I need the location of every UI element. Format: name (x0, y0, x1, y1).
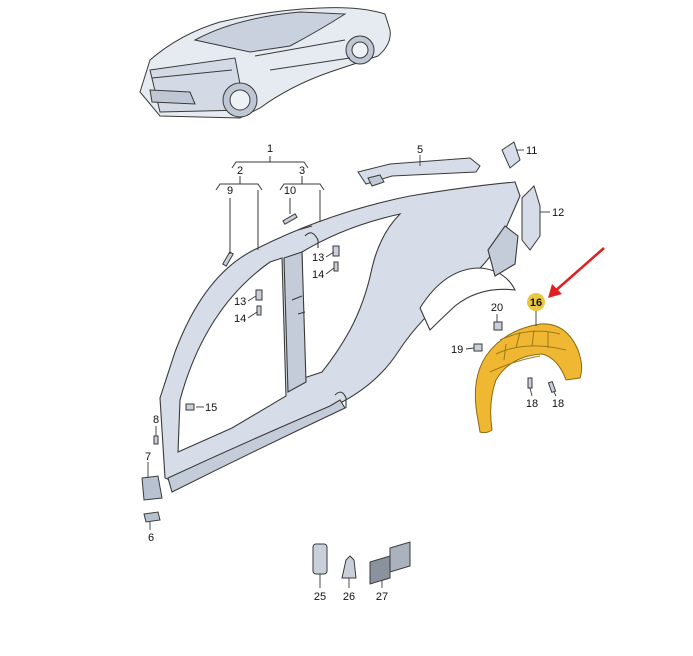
car-illustration (139, 7, 391, 119)
part-20-bolt (493, 321, 503, 331)
callout-9: 9 (227, 185, 233, 197)
callout-15: 15 (205, 402, 217, 414)
part-10-clip (282, 213, 298, 225)
callout-19: 19 (451, 344, 463, 356)
part-14b-bolt (256, 305, 262, 316)
callout-25: 25 (314, 591, 326, 603)
callout-27: 27 (376, 591, 388, 603)
part-6-clip (143, 511, 161, 523)
callout-1: 1 (267, 143, 273, 155)
fasteners (141, 213, 557, 585)
callout-10: 10 (284, 185, 296, 197)
part-19-clip (473, 343, 483, 352)
part-7-block (141, 475, 163, 501)
part-25-plug (312, 543, 328, 575)
callout-26: 26 (343, 591, 355, 603)
callout-12: 12 (552, 207, 564, 219)
callout-14a: 14 (312, 269, 324, 281)
callout-2: 2 (237, 165, 243, 177)
part-27-pad-a (369, 555, 391, 585)
part-13b-bolt (255, 289, 263, 301)
callout-labels: 1 2 3 5 6 7 8 9 10 11 12 13 14 13 14 15 … (145, 143, 564, 603)
part-12-bracket (521, 185, 541, 251)
part-8-clip (153, 435, 159, 445)
callout-3: 3 (299, 165, 305, 177)
part-5-roof-rail (357, 157, 481, 187)
part-27-pad-b (389, 541, 411, 573)
group-brackets (215, 156, 325, 254)
callout-14b: 14 (234, 313, 246, 325)
part-26-grommet (341, 555, 357, 579)
callout-20: 20 (491, 302, 503, 314)
part-11-bracket (501, 141, 521, 169)
callout-13b: 13 (234, 296, 246, 308)
part-18a-screw (527, 377, 533, 389)
callout-16: 16 (530, 297, 542, 309)
part-18b-screw (547, 380, 557, 394)
part-15-bolt (185, 403, 195, 411)
part-13a-bolt (332, 245, 340, 257)
callout-18b: 18 (552, 398, 564, 410)
red-arrow (548, 247, 605, 298)
callout-16-highlight (527, 293, 545, 311)
leader-lines (147, 149, 557, 588)
callout-7: 7 (145, 451, 151, 463)
part-9-clip (222, 251, 234, 267)
part-14a-bolt (333, 261, 339, 272)
callout-11: 11 (526, 145, 537, 157)
side-panel (159, 181, 521, 493)
callout-18a: 18 (526, 398, 538, 410)
part-16-wheel-arch-liner (474, 323, 583, 434)
callout-8: 8 (153, 414, 159, 426)
callout-6: 6 (148, 532, 154, 544)
callout-5: 5 (417, 144, 423, 156)
callout-13a: 13 (312, 252, 324, 264)
